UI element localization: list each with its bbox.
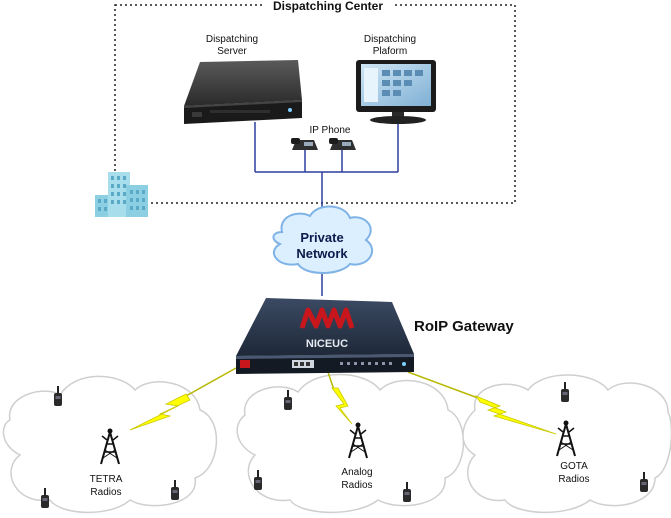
title-backdrop — [262, 0, 394, 12]
network-label-line1: Private — [300, 230, 343, 245]
ip-phone-icon[interactable] — [329, 138, 356, 150]
cloud-icon — [272, 205, 373, 274]
tetra-label-line2: Radios — [90, 487, 121, 498]
tetra-label-line1: TETRA — [90, 474, 123, 485]
brand-logo — [299, 307, 355, 329]
server-label-line1: Dispatching — [206, 34, 258, 45]
server-label-line2: Server — [217, 46, 247, 57]
monitor-icon[interactable] — [356, 60, 436, 124]
gateway-device-icon[interactable] — [236, 298, 414, 374]
platform-label-line2: Plaform — [373, 46, 407, 57]
ip-phone-icon[interactable] — [291, 138, 318, 150]
gota-label-line1: GOTA — [560, 461, 588, 472]
building-icon — [95, 172, 148, 217]
analog-label-line2: Radios — [341, 480, 372, 491]
lightning-icon — [327, 371, 353, 425]
analog-label-line1: Analog — [341, 467, 372, 478]
dispatching-center-boundary — [114, 4, 516, 204]
network-label-line2: Network — [296, 246, 348, 261]
gateway-brand: NICEUC — [306, 338, 348, 350]
gota-label-line2: Radios — [558, 474, 589, 485]
lightning-icon — [129, 367, 237, 431]
handheld-radio-icon — [54, 386, 62, 406]
cloud-icon — [236, 373, 465, 514]
lightning-icon — [407, 371, 557, 435]
platform-label-line1: Dispatching — [364, 34, 416, 45]
gateway-label: RoIP Gateway — [414, 318, 514, 335]
server-icon[interactable] — [184, 60, 302, 124]
ip-phone-label: IP Phone — [310, 125, 351, 136]
dispatching-center-title: Dispatching Center — [273, 0, 383, 13]
